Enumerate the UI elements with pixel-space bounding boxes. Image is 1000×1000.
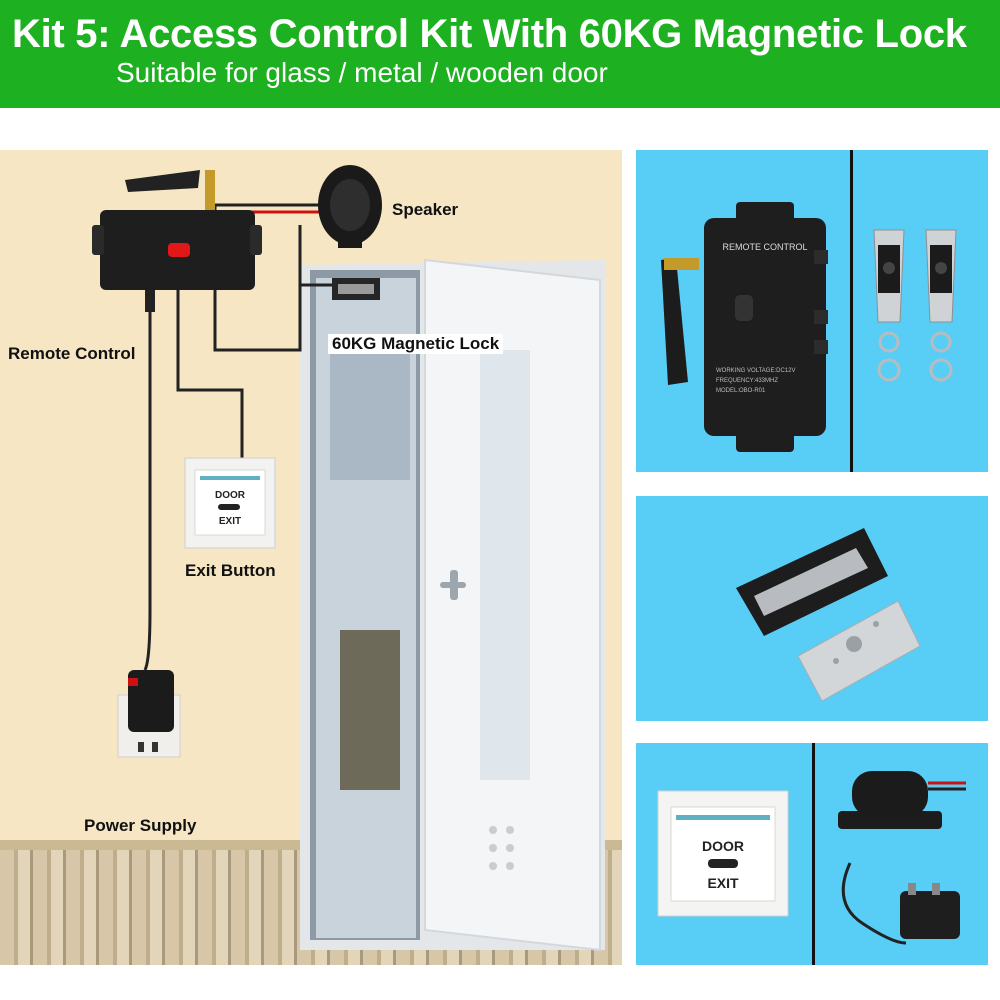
panel-divider [850,150,853,472]
controller-illustration: REMOTE CONTROL WORKING VOLTAGE:DC12V FRE… [661,202,957,452]
speaker-unit [318,165,382,248]
door-illustration [300,258,605,952]
exit-door-text: DOOR [215,490,246,501]
header-banner: Kit 5: Access Control Kit With 60KG Magn… [0,0,1000,108]
accessories-illustration: DOOR EXIT [657,771,966,945]
remote-control-unit [92,170,262,312]
product-panel-accessories: DOOR EXIT [636,743,988,965]
power-supply-unit [117,670,181,758]
speaker-product [838,771,966,829]
speaker-label: Speaker [392,200,459,219]
remote-control-label: Remote Control [8,344,136,363]
exit-product-door-text: DOOR [702,838,744,854]
page-title: Kit 5: Access Control Kit With 60KG Magn… [12,12,967,56]
exit-button-unit: DOOR EXIT [184,457,276,549]
exit-button-label: Exit Button [185,561,276,580]
exit-button-product: DOOR EXIT [657,790,789,917]
magnetic-lock-unit [332,278,380,300]
controller-spec-frequency: FREQUENCY:433MHZ [716,378,778,384]
product-panel-controller: REMOTE CONTROL WORKING VOLTAGE:DC12V FRE… [636,150,988,472]
power-adapter-product [841,862,960,945]
product-panel-magnetic-lock [636,496,988,721]
installation-diagram: DOOR EXIT Speaker Remote Control 60KG Ma… [0,150,622,965]
panel-divider [812,743,815,965]
diagram-illustration: DOOR EXIT [92,165,605,952]
controller-spec-model: MODEL:OBO-R01 [716,388,766,394]
exit-exit-text: EXIT [219,516,241,527]
power-supply-label: Power Supply [84,816,197,835]
controller-label-text: REMOTE CONTROL [722,242,807,252]
key-fob-1 [873,229,905,382]
magnetic-lock-label: 60KG Magnetic Lock [328,334,504,354]
exit-product-exit-text: EXIT [707,875,739,891]
magnetic-lock-illustration [736,528,921,702]
key-fob-2 [925,229,957,382]
controller-spec-voltage: WORKING VOLTAGE:DC12V [716,368,795,374]
page-subtitle: Suitable for glass / metal / wooden door [116,57,608,88]
